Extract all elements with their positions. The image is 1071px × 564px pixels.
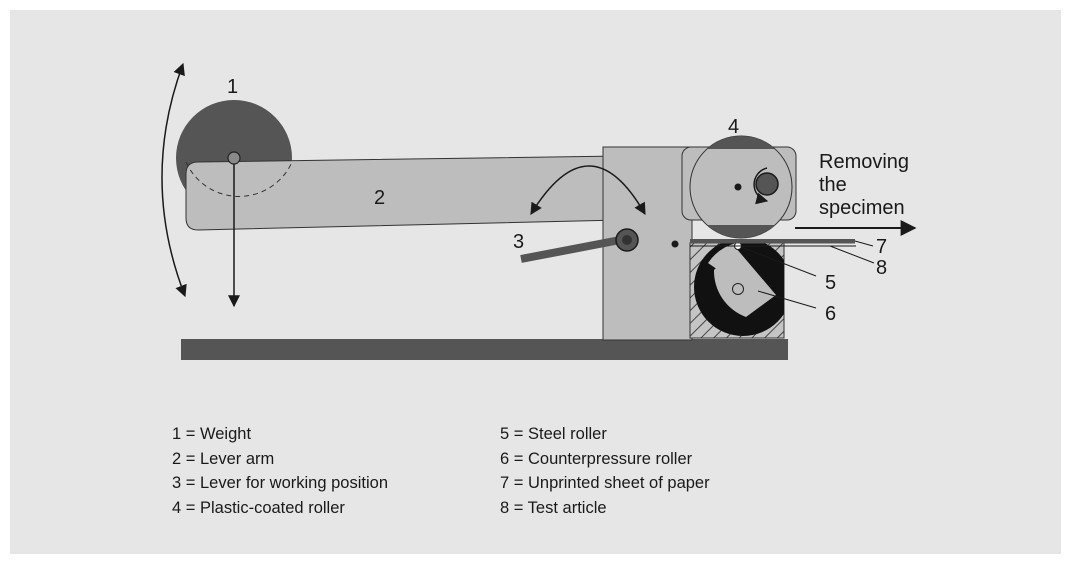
callout-8: 8 [876, 257, 887, 279]
callout-2: 2 [374, 187, 385, 209]
callout-5: 5 [825, 272, 836, 294]
removal-label-line-3: specimen [819, 197, 905, 219]
removal-label-line-2: the [819, 174, 847, 196]
leader-6 [757, 290, 817, 309]
lever-swing-arrow [530, 165, 646, 216]
legend-item: 8 = Test article [500, 498, 607, 517]
callout-4: 4 [728, 116, 739, 138]
base-plate [181, 339, 788, 360]
legend-item: 1 = Weight [172, 425, 252, 443]
leader-8 [829, 245, 875, 264]
weight-pivot [227, 151, 241, 165]
unprinted-paper-sheet [690, 239, 855, 244]
callout-3: 3 [513, 231, 524, 253]
callout-1: 1 [227, 76, 238, 98]
legend-item: 2 = Lever arm [172, 449, 275, 468]
working-lever [520, 236, 621, 263]
legend-item: 3 = Lever for working position [172, 474, 388, 492]
counterpressure-pivot [732, 283, 744, 295]
leader-7 [854, 240, 874, 247]
leader-5 [740, 246, 817, 277]
counterpressure-section [713, 248, 776, 317]
weight-swing-arrow [161, 62, 187, 298]
lever-arm [185, 155, 621, 231]
callout-7: 7 [876, 236, 887, 258]
roller-pivot-dot [734, 183, 742, 191]
roller-knob [755, 172, 779, 196]
legend-item: 7 = Unprinted sheet of paper [500, 474, 710, 492]
legend-item: 4 = Plastic-coated roller [172, 498, 345, 517]
legend-item: 5 = Steel roller [500, 425, 607, 443]
roller-rotation-arrow [753, 167, 769, 205]
legend-left: 1 = Weight 2 = Lever arm 3 = Lever for w… [172, 422, 388, 520]
body-pivot-dot [671, 240, 679, 248]
weight-hidden-outline [185, 161, 293, 197]
roller-bottom-coating [707, 225, 775, 238]
removal-label-line-1: Removing [819, 151, 909, 173]
legend-item: 6 = Counterpressure roller [500, 449, 693, 468]
legend-right: 5 = Steel roller 6 = Counterpressure rol… [500, 422, 710, 520]
diagram-frame: 1 2 3 4 5 6 7 8 Removing the specimen 1 … [10, 10, 1061, 554]
working-lever-knob-inner [622, 235, 632, 245]
apparatus-diagram: 1 2 3 4 5 6 7 8 Removing the specimen [161, 62, 917, 360]
roller-top-coating [707, 136, 775, 149]
callout-6: 6 [825, 303, 836, 325]
